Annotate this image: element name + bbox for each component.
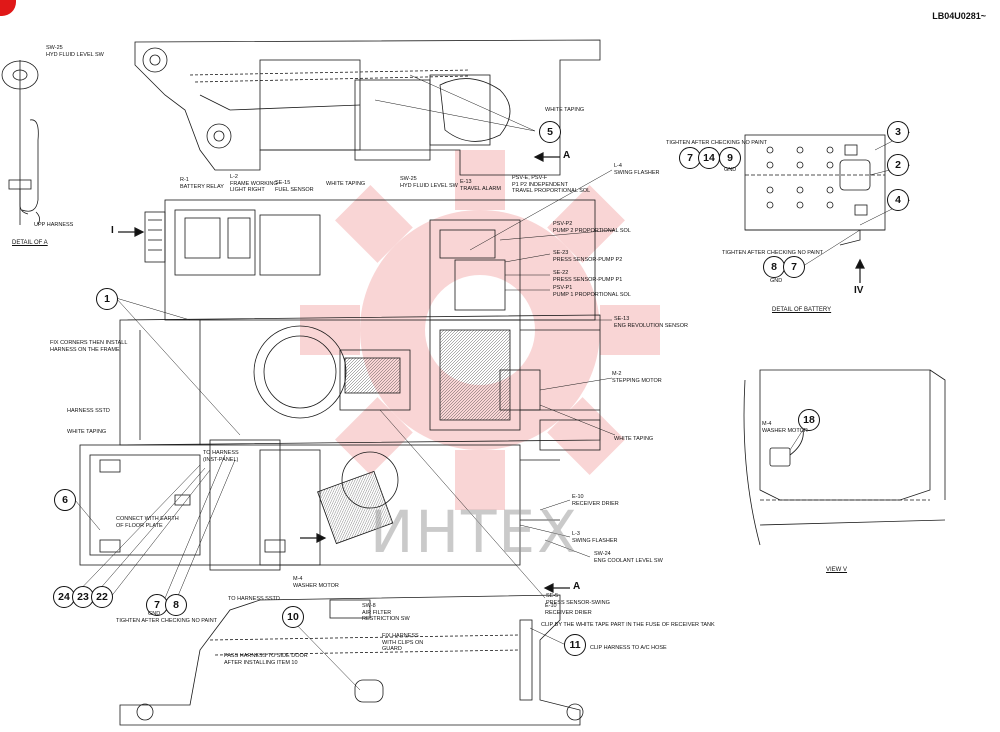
label-se22: SE-22 PRESS SENSOR-PUMP P1 xyxy=(553,270,623,283)
label-m4-right: M-4 WASHER MOTOR xyxy=(762,421,808,434)
label-harness-sstd: HARNESS SSTD xyxy=(67,408,110,414)
callout-6: 6 xyxy=(54,489,76,511)
label-white-taping-mid: WHITE TAPING xyxy=(326,181,366,187)
section-a-top: A xyxy=(563,150,571,161)
label-se23: SE-23 PRESS SENSOR-PUMP P2 xyxy=(553,250,623,263)
label-pass-harness: PASS HARNESS TO SIDE DOOR AFTER INSTALLI… xyxy=(224,653,308,666)
label-e13: E-13 TRAVEL ALARM xyxy=(460,179,501,192)
label-se13: SE-13 ENG REVOLUTION SENSOR xyxy=(614,316,688,329)
callout-2: 2 xyxy=(887,154,909,176)
label-sw25-left: SW-25 HYD FLUID LEVEL SW xyxy=(46,45,104,58)
callout-24: 24 xyxy=(53,586,75,608)
label-m4-bottom: M-4 WASHER MOTOR xyxy=(293,576,339,589)
label-clip-ac-hose: CLIP HARNESS TO A/C HOSE xyxy=(590,645,667,651)
label-l3: L-3 SWING FLASHER xyxy=(572,531,618,544)
label-gnd-top-right: GND xyxy=(724,167,737,173)
label-clip-white-tape: CLIP BY THE WHITE TAPE PART IN THE FUSE … xyxy=(541,622,715,628)
callout-1: 1 xyxy=(96,288,118,310)
main-frame-plan-view xyxy=(119,199,601,451)
callout-18: 18 xyxy=(798,409,820,431)
label-white-taping-left: WHITE TAPING xyxy=(67,429,107,435)
label-gnd-bottom: GND xyxy=(148,611,161,617)
label-psv-p2: PSV-P2 PUMP 2 PROPORTIONAL SOL xyxy=(553,221,631,234)
section-iv-right: IV xyxy=(854,285,864,296)
section-a-bottom: A xyxy=(573,581,581,592)
side-view-bottom xyxy=(119,594,584,726)
lower-frame-floor-view xyxy=(79,439,560,571)
callout-4: 4 xyxy=(887,189,909,211)
label-connect-earth: CONNECT WITH EARTH OF FLOOR PLATE xyxy=(116,516,179,529)
label-white-taping-top: WHITE TAPING xyxy=(545,107,585,113)
upper-frame-top-view xyxy=(134,39,601,176)
label-se15: SE-15 FUEL SENSOR xyxy=(275,180,314,193)
label-tighten-top-right: TIGHTEN AFTER CHECKING NO PAINT xyxy=(666,140,768,146)
label-tighten-bottom: TIGHTEN AFTER CHECKING NO PAINT xyxy=(116,618,218,624)
section-i-left: I xyxy=(111,225,114,236)
label-psv-p1: PSV-P1 PUMP 1 PROPORTIONAL SOL xyxy=(553,285,631,298)
callout-8-mid-right: 8 xyxy=(763,256,785,278)
label-fix-harness-clips: FIX HARNESS WITH CLIPS ON GUARD xyxy=(382,633,424,652)
label-to-harness-sstd: TO HARNESS SSTD xyxy=(228,596,280,602)
detail-a-drawing xyxy=(1,60,40,225)
label-to-harness-inst: TO HARNESS (INST-PANEL) xyxy=(203,450,239,463)
callout-7-mid-right: 7 xyxy=(783,256,805,278)
section-arrows xyxy=(118,152,865,593)
title-detail-battery: DETAIL OF BATTERY xyxy=(772,307,832,313)
callout-5: 5 xyxy=(539,121,561,143)
label-l4: L-4 SWING FLASHER xyxy=(614,163,660,176)
label-white-taping-right: WHITE TAPING xyxy=(614,436,654,442)
label-e10-bottom: E-10 RECEIVER DRIER xyxy=(545,603,592,616)
callout-8-bottom: 8 xyxy=(165,594,187,616)
label-r1: R-1 BATTERY RELAY xyxy=(180,177,224,190)
label-l2: L-2 FRAME WORKING LIGHT RIGHT xyxy=(230,174,278,193)
label-sw8: SW-8 AIR FILTER RESTRICTION SW xyxy=(362,603,410,622)
label-gnd-mid-right: GND xyxy=(770,278,783,284)
callout-22: 22 xyxy=(91,586,113,608)
callout-11: 11 xyxy=(564,634,586,656)
callout-9: 9 xyxy=(719,147,741,169)
callout-10: 10 xyxy=(282,606,304,628)
label-m2: M-2 STEPPING MOTOR xyxy=(612,371,662,384)
callout-7-top-right: 7 xyxy=(679,147,701,169)
document-id: LB04U0281~ xyxy=(932,11,986,21)
label-tighten-mid-right: TIGHTEN AFTER CHECKING NO PAINT xyxy=(722,250,824,256)
label-se5: SE-5 PRESS SENSOR-SWING xyxy=(546,593,610,606)
view-v-drawing xyxy=(743,369,946,546)
title-detail-a: DETAIL OF A xyxy=(12,240,48,246)
label-e10-mid: E-10 RECEIVER DRIER xyxy=(572,494,619,507)
label-sw24: SW-24 ENG COOLANT LEVEL SW xyxy=(594,551,663,564)
battery-detail-drawing xyxy=(744,134,886,246)
callout-3: 3 xyxy=(887,121,909,143)
leader-lines xyxy=(71,74,911,691)
label-upp-harness: UPP HARNESS xyxy=(34,222,74,228)
label-sw25-mid: SW-25 HYD FLUID LEVEL SW xyxy=(400,176,458,189)
callout-14: 14 xyxy=(698,147,720,169)
label-fix-corners: FIX CORNERS THEN INSTALL HARNESS ON THE … xyxy=(50,340,128,353)
watermark-text: ИНТЕХ xyxy=(370,498,579,566)
label-psv-e-f: PSV-E, PSV-F P1 P2 INDEPENDENT TRAVEL PR… xyxy=(512,175,591,194)
title-view-v: VIEW V xyxy=(826,567,848,573)
